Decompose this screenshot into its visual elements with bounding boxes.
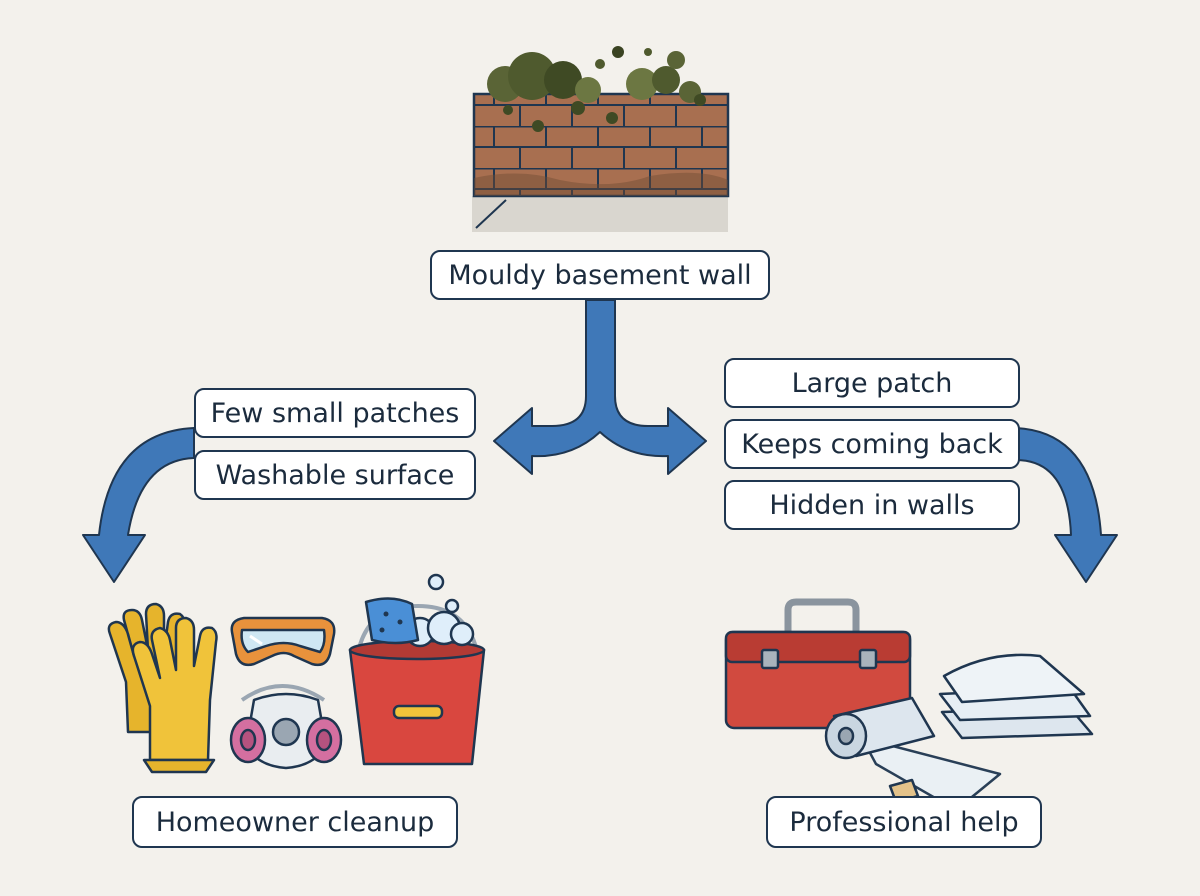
left-condition-few-small-patches: Few small patches [194, 388, 476, 438]
mould-growth [487, 46, 706, 132]
outcome-homeowner-cleanup: Homeowner cleanup [132, 796, 458, 848]
plastic-roll-icon [824, 696, 1002, 812]
right-condition-hidden-in-walls: Hidden in walls [724, 480, 1020, 530]
respirator-icon [229, 684, 343, 770]
left-condition-washable-surface: Washable surface [194, 450, 476, 500]
bucket-icon [348, 604, 486, 766]
right-outcome-arrow [1015, 427, 1118, 583]
plastic-sheets-icon [938, 653, 1094, 740]
branch-arrow [493, 299, 707, 475]
right-condition-keeps-coming-back: Keeps coming back [724, 419, 1020, 469]
right-condition-large-patch: Large patch [724, 358, 1020, 408]
mouldy-brick-wall-icon [472, 46, 730, 232]
sponge-icon [364, 573, 475, 648]
gloves-icon [107, 602, 218, 774]
start-node-mouldy-basement-wall: Mouldy basement wall [430, 250, 770, 300]
toolbox-icon [724, 598, 912, 730]
left-outcome-arrow [82, 427, 195, 583]
goggles-icon [230, 616, 336, 667]
outcome-professional-help: Professional help [766, 796, 1042, 848]
